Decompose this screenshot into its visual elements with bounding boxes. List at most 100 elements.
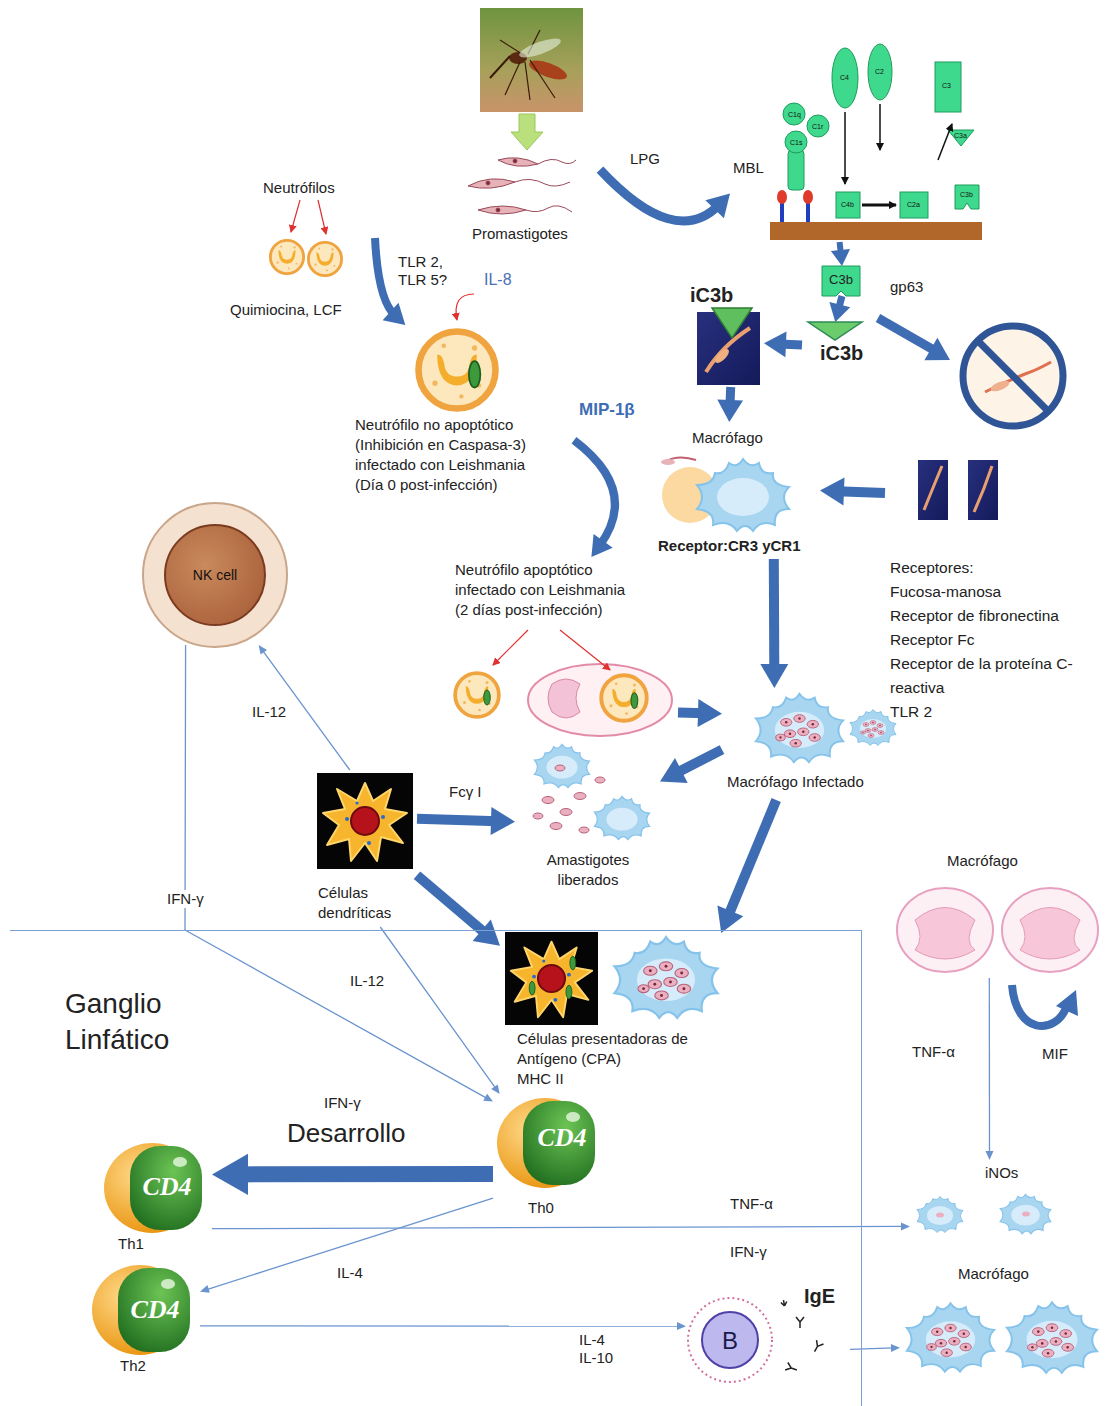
edge-label: TNF-α — [910, 1043, 957, 1061]
node-text: IgE — [804, 1284, 848, 1308]
node-text: Th1 — [118, 1234, 158, 1254]
thin-arrow — [212, 1222, 910, 1230]
node-text: Th2 — [120, 1356, 160, 1376]
infected-macrophages — [907, 1302, 1097, 1373]
arrow-head — [483, 1094, 493, 1102]
connector-line — [837, 491, 885, 493]
thick-arrow — [831, 242, 850, 266]
thick-arrow — [760, 559, 788, 688]
split-arrow — [878, 318, 950, 360]
thin-arrow — [185, 645, 493, 1102]
infected-macrophage — [756, 694, 896, 762]
arrow-head — [491, 807, 515, 835]
promastigotes — [468, 158, 576, 214]
arrow-head — [717, 400, 743, 423]
thin-arrow — [200, 1198, 493, 1293]
il8-loop — [456, 294, 474, 320]
down-arrow — [511, 114, 543, 150]
arrow-head — [677, 1322, 686, 1330]
node-text: iC3b — [820, 341, 874, 365]
edge-label: IL-4 — [335, 1264, 365, 1282]
c3b-fragment — [822, 266, 860, 296]
node-text: Ganglio Linfático — [65, 986, 225, 1058]
connector-line — [769, 559, 780, 671]
node-text: MHC II — [517, 1069, 689, 1089]
arrow-head — [760, 664, 788, 688]
thick-arrow — [212, 1154, 493, 1195]
edge-label: gp63 — [888, 278, 925, 296]
component-label: C3 — [942, 82, 951, 90]
connector-line — [850, 1348, 894, 1349]
cell-node: Macrófago Infectado — [722, 688, 909, 800]
connector-line — [185, 645, 488, 1099]
thin-arrow — [850, 1344, 900, 1352]
node-text: Receptor:CR3 yCR1 — [658, 536, 818, 556]
cell-node: Neutrófilo no apoptótico (Inhibición en … — [352, 325, 574, 505]
component-label: C1r — [812, 123, 823, 131]
cell-node: Receptores:Fucosa-manosaReceptor de fibr… — [885, 455, 1105, 727]
node-text: MBL — [733, 158, 773, 178]
arrow-head — [212, 1154, 248, 1195]
connector-line — [417, 819, 498, 822]
node-text: NK cell — [140, 565, 290, 585]
free-label: Quimiocina, LCF — [228, 301, 344, 319]
node-text: B — [714, 1327, 746, 1355]
thick-arrow — [820, 478, 885, 506]
node-text: Macrófago — [692, 428, 812, 448]
apoptotic-neutrophil — [455, 630, 672, 736]
node-text: iC3b — [690, 283, 762, 307]
thick-arrow — [600, 170, 730, 221]
component-label: C4b — [841, 201, 854, 209]
opsonised-parasite — [697, 308, 760, 385]
connector-line — [417, 875, 487, 935]
b-cell — [688, 1298, 823, 1382]
thick-arrow — [417, 875, 500, 946]
node-text: CD4 — [523, 1123, 601, 1153]
cell-node: B IgE — [686, 1281, 850, 1386]
node-text: Macrófago — [958, 1264, 1078, 1284]
receptor-parasites — [918, 460, 998, 520]
component-label: C1q — [788, 111, 801, 119]
node-text: Neutrófilo apoptótico infectado con Leis… — [455, 560, 640, 620]
thick-arrow — [717, 387, 743, 422]
arrow-head — [831, 249, 850, 266]
node-text: CD4 — [128, 1172, 206, 1202]
free-label: IFN-γ — [322, 1094, 363, 1112]
infected-macrophage — [614, 937, 717, 1018]
arrow-head — [986, 1151, 994, 1160]
cell-node: Amastigotes liberados — [515, 738, 660, 893]
edge-label: IL-4 IL-10 — [577, 1331, 626, 1367]
connector-line — [989, 978, 991, 1154]
connector-line — [200, 1325, 680, 1326]
cell-node: Células presentadoras de Antígeno (CPA)M… — [500, 933, 728, 1093]
arrow-head — [200, 1285, 210, 1293]
node-text: Macrófago Infectado — [727, 772, 907, 792]
thin-arrow — [380, 927, 499, 1094]
ic3b-triangle — [808, 322, 862, 340]
component-label: C2 — [875, 68, 884, 76]
node-text: Fucosa-manosa — [890, 580, 1102, 604]
edge-label: TLR 2, TLR 5? — [396, 253, 458, 289]
neutrophils — [270, 200, 341, 276]
component-label: C3a — [954, 132, 967, 140]
component-label: C4 — [840, 74, 849, 82]
component-label: C3b — [960, 191, 973, 199]
free-label: IL-8 — [482, 271, 514, 289]
cell-node: Neutrófilos — [255, 175, 375, 280]
cell-node: Macrófago — [895, 848, 1100, 978]
arrow-head — [891, 1344, 900, 1352]
connector-line — [728, 800, 777, 918]
blocked-parasite — [963, 326, 1063, 426]
thick-arrow — [660, 750, 722, 783]
arrow-head — [901, 1222, 910, 1230]
thick-arrow — [417, 807, 515, 835]
arrow-head — [491, 1084, 500, 1094]
node-text: Receptor Fc — [890, 628, 1102, 652]
cell-node: CD4Th1 — [100, 1139, 212, 1257]
macrophage-pair — [897, 888, 1098, 972]
edge-label: IFN-γ — [165, 890, 206, 908]
edge-label: Desarrollo — [285, 1118, 408, 1148]
thick-arrow — [678, 699, 722, 727]
cell-node: CD4Th0 — [493, 1094, 605, 1221]
connector-line — [237, 1166, 493, 1182]
